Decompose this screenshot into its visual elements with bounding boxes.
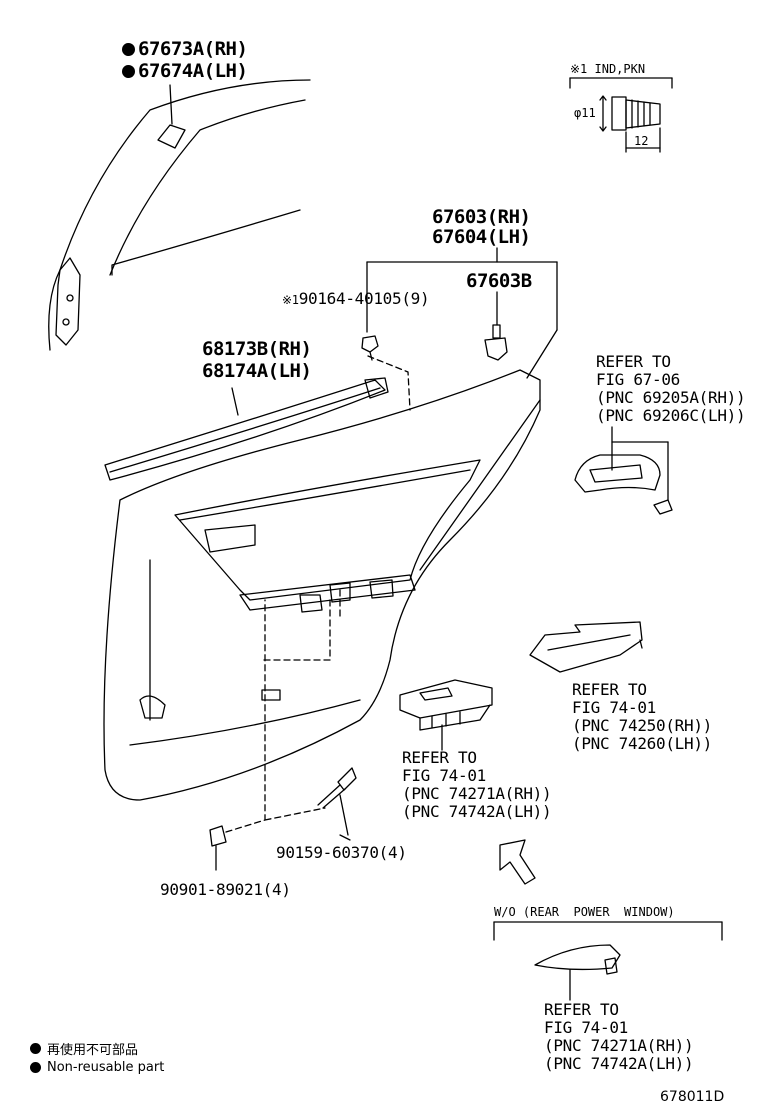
belt-moulding [104, 377, 389, 481]
part-number-text: 90164-40105(9) [298, 289, 430, 308]
figure-id: 678011D [660, 1089, 725, 1105]
nonreusable-dot-icon [122, 43, 135, 56]
ref-fig7401b-line2: FIG 74-01 [402, 766, 486, 785]
door-frame [48, 79, 311, 351]
ref-fig7401c-line3: (PNC 74271A(RH)) [544, 1036, 694, 1055]
ref-fig7401b-line3: (PNC 74271A(RH)) [402, 784, 552, 803]
legend-en-text: Non-reusable part [47, 1060, 165, 1075]
label-67604: 67604(LH) [432, 226, 531, 248]
leader-90159 [339, 834, 351, 841]
ref-fig7401c-line2: FIG 74-01 [544, 1018, 628, 1037]
upper-fasteners [361, 324, 508, 411]
wo-label: W/O (REAR POWER WINDOW) [494, 905, 675, 919]
lower-fasteners [209, 589, 357, 871]
mark-text: ※1 [282, 293, 299, 307]
legend-en: Non-reusable part [30, 1060, 164, 1075]
detail-clip [569, 77, 673, 153]
wo-cover [493, 921, 723, 1001]
label-90159: 90159-60370(4) [276, 843, 407, 862]
power-window-switch [399, 679, 493, 751]
ref-fig7401a-line1: REFER TO [572, 680, 647, 699]
leader-67603 [366, 247, 558, 571]
ref-fig6706-line1: REFER TO [596, 352, 671, 371]
ref-fig7401c-line1: REFER TO [544, 1000, 619, 1019]
label-67673a: 67673A(RH) [122, 38, 248, 60]
label-67674a: 67674A(LH) [122, 60, 248, 82]
legend-jp: 再使用不可部品 [30, 1039, 138, 1058]
label-67603: 67603(RH) [432, 206, 531, 228]
label-90901: 90901-89021(4) [160, 880, 291, 899]
part-number-text: 67674A(LH) [138, 60, 248, 82]
ref-fig6706-line3: (PNC 69205A(RH)) [596, 388, 746, 407]
armrest-switch-base [529, 621, 643, 673]
door-trim-panel [103, 369, 541, 801]
inner-handle [574, 426, 673, 515]
detail-diameter: φ11 [574, 106, 596, 120]
label-68174a: 68174A(LH) [202, 360, 312, 382]
direction-arrow [499, 839, 536, 885]
ref-fig6706-line4: (PNC 69206C(LH)) [596, 406, 746, 425]
part-number-text: 67673A(RH) [138, 38, 248, 60]
label-68173b: 68173B(RH) [202, 338, 312, 360]
label-90164: ※190164-40105(9) [282, 289, 430, 308]
legend-jp-text: 再使用不可部品 [47, 1043, 139, 1058]
nonreusable-dot-icon [122, 65, 135, 78]
ref-fig7401a-line4: (PNC 74260(LH)) [572, 734, 712, 753]
ref-fig7401b-line4: (PNC 74742A(LH)) [402, 802, 552, 821]
nonreusable-dot-icon [30, 1043, 41, 1054]
ref-fig7401a-line2: FIG 74-01 [572, 698, 656, 717]
ref-fig7401a-line3: (PNC 74250(RH)) [572, 716, 712, 735]
ref-fig7401b-line1: REFER TO [402, 748, 477, 767]
label-67603b: 67603B [466, 270, 532, 292]
ref-fig6706-line2: FIG 67-06 [596, 370, 680, 389]
nonreusable-dot-icon [30, 1062, 41, 1073]
detail-length: 12 [634, 134, 649, 148]
ref-fig7401c-line4: (PNC 74742A(LH)) [544, 1054, 694, 1073]
detail-title: ※1 IND,PKN [570, 62, 646, 76]
